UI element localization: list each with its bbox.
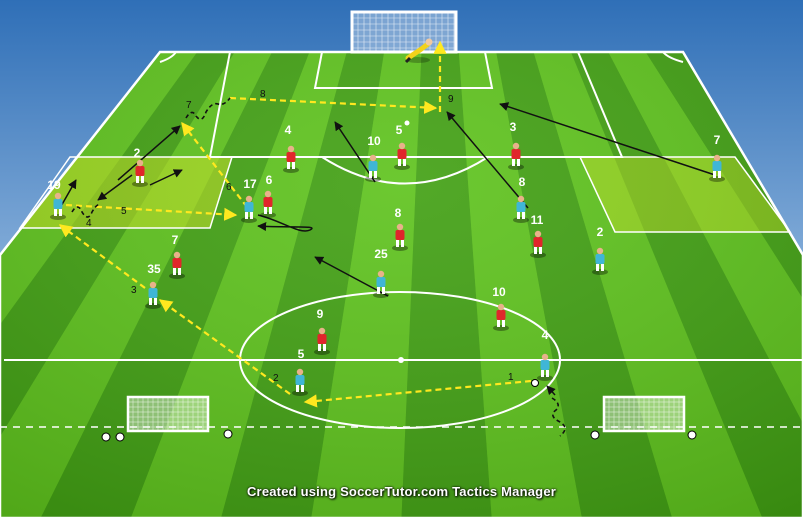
player-red[interactable]: 5 [394, 123, 410, 170]
player-red[interactable]: 10 [492, 285, 509, 331]
dribble-gk-area [551, 397, 566, 437]
pass-5 [65, 203, 238, 221]
player-blue[interactable]: 35 [145, 262, 161, 309]
dribbles [71, 97, 566, 437]
player-blue[interactable]: 4 [537, 328, 553, 381]
pass-label-4: 4 [86, 218, 92, 229]
pass-label-2: 2 [273, 373, 279, 384]
player-number: 4 [542, 328, 549, 342]
player-blue[interactable]: 8 [513, 175, 529, 223]
pass-label-9: 9 [448, 94, 454, 105]
goalkeeper [404, 38, 433, 64]
player-number: 5 [298, 347, 305, 361]
player-number: 35 [147, 262, 161, 276]
player-number: 9 [317, 307, 324, 321]
player-blue[interactable]: 19 [47, 178, 66, 220]
pass-lines [58, 40, 532, 408]
pass-label-8: 8 [260, 89, 266, 100]
player-number: 8 [395, 206, 402, 220]
center-circle [239, 291, 561, 429]
player-blue[interactable]: 17 [241, 177, 257, 223]
pass-1 [303, 379, 532, 408]
movement-lines [59, 102, 716, 396]
player-number: 2 [134, 146, 141, 160]
dribble-7 [185, 97, 231, 120]
mini-goal-left [126, 395, 210, 433]
player-number: 5 [396, 123, 403, 137]
player-red[interactable]: 9 [314, 307, 330, 355]
player-red[interactable]: 6 [260, 173, 276, 218]
player-number: 19 [47, 178, 61, 192]
pass-label-1: 1 [508, 372, 514, 383]
player-red[interactable]: 3 [508, 120, 524, 170]
player-red[interactable]: 8 [392, 206, 408, 251]
pass-3 [58, 224, 146, 289]
pass-label-3: 3 [131, 285, 137, 296]
player-blue[interactable]: 10 [365, 134, 381, 182]
dribble-4 [71, 204, 101, 218]
player-number: 10 [367, 134, 381, 148]
player-number: 3 [510, 120, 517, 134]
mini-goal-right [602, 395, 686, 433]
penalty-arc [321, 156, 489, 185]
pass-6 [181, 121, 248, 208]
player-red[interactable]: 7 [169, 233, 185, 279]
player-number: 7 [172, 233, 179, 247]
player-number: 6 [266, 173, 273, 187]
field [0, 52, 803, 518]
player-number: 11 [531, 213, 544, 227]
red-team: 2 6 4 5 3 8 11 7 9 10 [132, 120, 546, 355]
player-number: 17 [243, 177, 257, 191]
player-blue[interactable]: 2 [592, 225, 608, 275]
pass-8 [229, 96, 438, 115]
pass-label-7: 7 [186, 100, 192, 111]
player-number: 2 [597, 225, 604, 239]
spare-balls [101, 120, 697, 442]
player-blue[interactable]: 25 [373, 247, 389, 298]
player-number: 10 [492, 285, 506, 299]
player-number: 8 [519, 175, 526, 189]
player-blue[interactable]: 7 [709, 133, 725, 182]
player-blue[interactable]: 5 [292, 347, 308, 396]
pass-2 [158, 299, 291, 395]
pass-label-5: 5 [121, 206, 127, 217]
player-number: 4 [285, 123, 292, 137]
footer-caption: Created using SoccerTutor.com Tactics Ma… [246, 484, 557, 499]
pass-label-6: 6 [226, 182, 232, 193]
pass-number-labels: 1 2 3 4 5 6 7 8 9 [86, 89, 514, 384]
player-red[interactable]: 11 [530, 213, 546, 258]
player-red[interactable]: 2 [132, 146, 148, 187]
player-red[interactable]: 4 [283, 123, 299, 173]
player-number: 7 [714, 133, 721, 147]
blue-team: 19 17 35 5 10 25 8 2 4 7 [47, 133, 725, 396]
player-number: 25 [374, 247, 388, 261]
